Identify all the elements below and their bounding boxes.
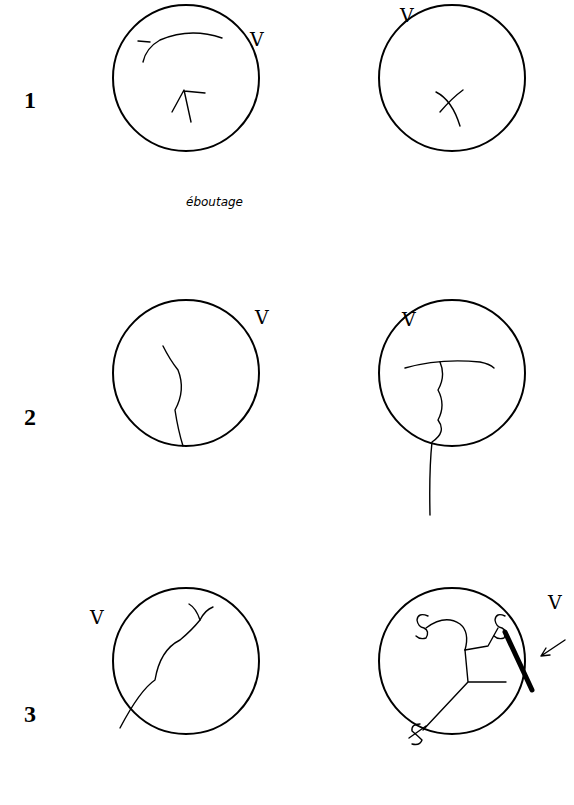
crack-line [423, 650, 506, 730]
view-circle [113, 5, 259, 151]
crack-line [163, 346, 183, 446]
crack-line [120, 620, 200, 728]
crack-line [143, 33, 222, 62]
view-mark: V [250, 30, 264, 49]
crack-line [465, 628, 498, 650]
view-mark: V [255, 308, 269, 327]
note-label: éboutage [186, 196, 243, 208]
view-circle [113, 300, 259, 446]
crack-line [436, 92, 460, 126]
row-number: 2 [24, 405, 36, 429]
crack-line [440, 90, 463, 112]
crack-line [138, 41, 150, 42]
crack-line [189, 604, 213, 620]
view-mark: V [402, 310, 416, 329]
view-mark: V [548, 593, 562, 612]
crack-line [405, 361, 494, 368]
view-mark: V [90, 608, 104, 627]
crack-line [430, 362, 443, 515]
crack-line [172, 90, 205, 122]
view-circle [379, 588, 525, 734]
view-mark: V [400, 6, 414, 25]
row-number: 1 [24, 88, 36, 112]
row-number: 3 [24, 702, 36, 726]
s-mark [494, 615, 506, 639]
thick-crack [505, 632, 532, 690]
pointer-arrow [541, 640, 565, 656]
s-mark [416, 615, 428, 639]
view-circle [379, 300, 525, 446]
s-mark [409, 724, 426, 745]
view-circle [379, 5, 525, 151]
view-circle [113, 588, 259, 734]
crack-line [426, 620, 467, 650]
